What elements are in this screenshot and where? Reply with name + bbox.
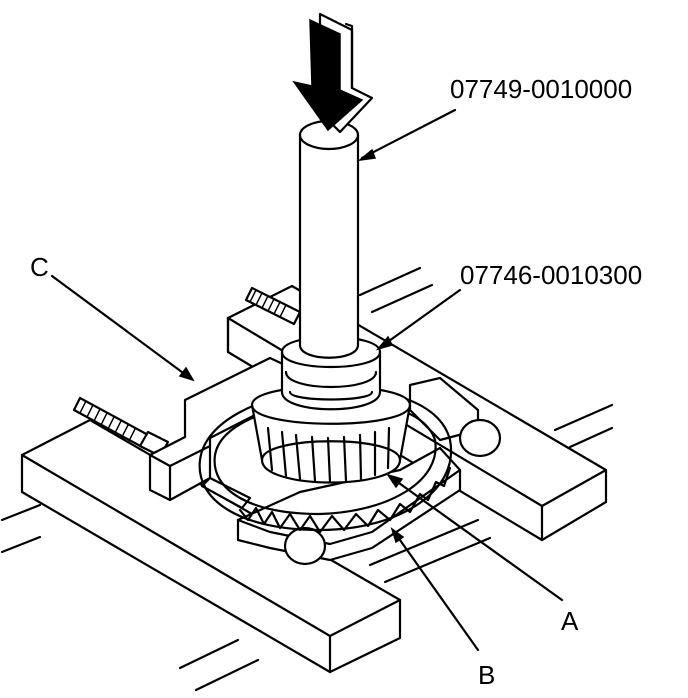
callout-label-b: B [478, 660, 496, 690]
callout-driver-part-number: 07749-0010000 [450, 74, 633, 104]
bearing-rollers [266, 426, 391, 484]
attachment-tool [280, 335, 382, 411]
callout-attachment-part-number: 07746-0010300 [460, 260, 643, 290]
callout-label-c: C [30, 252, 49, 282]
callout-label-a: A [561, 606, 579, 636]
leader-lines [50, 108, 564, 652]
driver-shaft [298, 119, 360, 359]
gear-teeth [238, 466, 452, 534]
taper-bearing [250, 385, 412, 484]
arrow-down-icon [292, 12, 374, 134]
left-support-block [20, 418, 402, 674]
bearing-separator [148, 356, 502, 566]
